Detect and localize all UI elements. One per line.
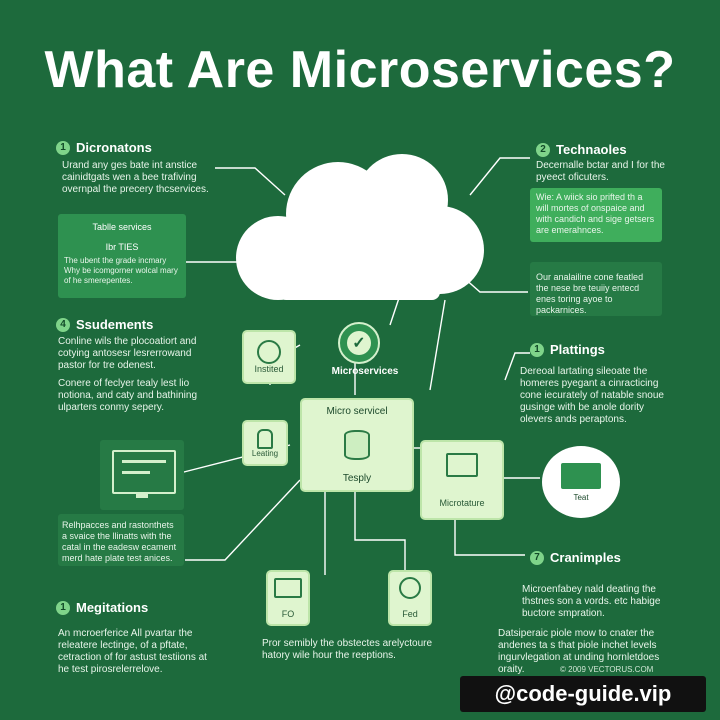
database-icon	[344, 429, 370, 460]
arrow-to-cranimples	[454, 505, 525, 556]
plattings-heading: 1 Plattings	[530, 342, 605, 357]
arrow-center-to-fed	[354, 490, 406, 575]
section-4-text-1: Conline wils the plocoatiort and cotying…	[58, 336, 197, 371]
watermark-label: @code-guide.vip	[460, 676, 706, 712]
number-badge: 7	[530, 550, 544, 565]
center-top-label: Micro servicel	[326, 406, 388, 418]
fo-label: FO	[281, 608, 295, 619]
section-1-title: Dicronatons	[76, 140, 152, 155]
number-badge: 2	[536, 142, 550, 157]
arrow-plattings	[504, 352, 530, 381]
section-1-heading: 1 Dicronatons	[56, 140, 152, 155]
plattings-title: Plattings	[550, 342, 605, 357]
number-badge: 4	[56, 317, 70, 332]
center-bottom-label: Tesply	[342, 472, 372, 484]
cranimples-text-1: Microenfabey nald deating the thstnes so…	[522, 584, 661, 619]
table-services-panel: Tablle services Ibr TIES The ubent the g…	[58, 214, 186, 298]
connector-lines	[179, 157, 540, 575]
section-1-text: Urand any ges bate int anstice cainidtga…	[62, 160, 209, 195]
megitations-text: An mcroerferice All pvartar the releater…	[58, 628, 207, 675]
microservices-label: Microservices	[331, 366, 399, 377]
headset-icon	[257, 428, 273, 449]
arrow-s2-to-cloud	[469, 157, 530, 196]
megitations-heading: 1 Megitations	[56, 600, 148, 615]
bottom-text: Pror semibly the obstectes arelyctoure h…	[262, 638, 433, 661]
teat-label: Teat	[573, 492, 589, 502]
fed-node: Fed	[388, 570, 432, 626]
cranimples-text-2: Datsiperaic piole mow to cnater the ande…	[498, 628, 660, 675]
right-top-panel: Wie: A wiick sio prifted th a will morte…	[530, 188, 662, 242]
globe-icon	[257, 340, 281, 364]
plattings-text: Dereoal lartating sileoate the homeres p…	[520, 366, 664, 425]
fed-label: Fed	[402, 609, 418, 619]
gear-icon	[399, 577, 421, 599]
section-2-title: Technaoles	[556, 142, 627, 157]
panel-heading: Tablle services	[92, 222, 152, 232]
arrow-left-bottom	[185, 479, 301, 561]
microtature-label: Microtature	[439, 497, 485, 508]
megitations-title: Megitations	[76, 600, 149, 615]
monitor-icon	[112, 450, 176, 494]
number-badge: 1	[56, 600, 70, 615]
arrow-s1-to-cloud	[215, 167, 286, 196]
fo-node: FO	[266, 570, 310, 626]
right-mid-panel: Our analailine cone featled the nese bre…	[530, 262, 662, 316]
section-2-text: Decernalle bctar and I for the pyeect of…	[536, 160, 665, 183]
section-4-heading: 4 Ssudements	[56, 317, 153, 332]
leating-node: Leating	[242, 420, 288, 466]
page-title: What Are Microservices?	[44, 41, 676, 99]
microtature-node: Microtature	[420, 440, 504, 520]
panel-inner-label: Ibr TIES	[105, 242, 139, 252]
left-bottom-panel: Relhpacces and rastonthets a svaice the …	[58, 514, 184, 566]
cranimples-heading: 7 Cranimples	[530, 550, 621, 565]
number-badge: 1	[56, 140, 70, 155]
teat-node: Teat	[542, 446, 620, 518]
leating-label: Leating	[251, 448, 279, 458]
instited-node: Instited	[242, 330, 296, 384]
number-badge: 1	[530, 342, 544, 357]
cranimples-title: Cranimples	[550, 550, 621, 565]
cloud-icon	[236, 154, 484, 300]
card-icon	[274, 577, 302, 598]
center-microservice-node: Micro servicel Tesply	[300, 398, 414, 492]
section-4-title: Ssudements	[76, 317, 154, 332]
screen-icon	[561, 462, 601, 489]
section-2-heading: 2 Technaoles	[536, 142, 627, 157]
monitor-panel	[100, 440, 184, 510]
arrow-cloud-to-micro	[429, 299, 446, 391]
monitor-icon	[446, 452, 478, 477]
check-node: ✓	[338, 322, 380, 364]
instited-label: Instited	[254, 364, 284, 374]
section-4-text-2: Conere of feclyer tealy lest lio notiona…	[58, 378, 197, 413]
credit-text: © 2009 VECTORUS.COM	[560, 665, 654, 674]
checkmark-icon: ✓	[347, 331, 371, 355]
panel-text: The ubent the grade incmary Why be icomg…	[64, 256, 178, 285]
